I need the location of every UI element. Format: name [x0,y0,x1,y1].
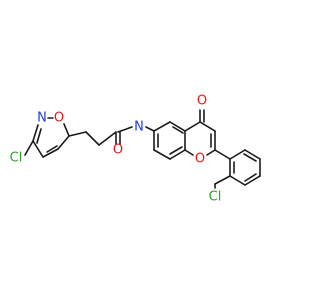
atom-label-chlorine: Cl [10,151,23,166]
bond [206,149,216,156]
atom-label-oxygen: O [113,143,123,158]
bond [184,121,201,132]
bond [199,121,216,132]
bond [42,148,59,158]
bond [57,135,70,150]
bond [214,149,231,160]
molecule-canvas: Cl N O O N O O Cl [10,94,261,205]
bond [153,121,171,132]
bond [98,131,117,146]
atom-label-oxygen: O [195,152,205,167]
bond [32,124,39,142]
bond [214,175,231,185]
atom-label-oxygen: O [197,94,207,109]
bond [229,149,246,160]
atom-label-oxygen: O [54,111,64,126]
bond [229,175,246,186]
atom-label-nitrogen: N [134,120,144,135]
bond [153,149,171,160]
molecule-structure: Cl N O O N O O Cl [10,94,261,205]
atom-label-nitrogen: N [37,111,47,126]
bond [169,121,186,132]
bond [243,153,257,162]
bond [68,131,87,137]
bond [85,131,100,146]
bond [184,149,194,156]
atom-label-chlorine: Cl [209,190,222,205]
atom-label-layer: Cl N O O N O O Cl [10,94,222,205]
bond [169,149,186,160]
bond [117,126,133,133]
bond [32,140,44,158]
bond [244,175,261,186]
bond [46,145,58,153]
bond [244,173,257,182]
bond-layer [24,109,261,189]
bond [244,149,261,160]
bond [169,146,183,155]
bond [63,123,70,137]
bond [24,140,34,156]
bond [36,128,42,144]
bond [172,126,184,134]
bond [145,126,155,132]
